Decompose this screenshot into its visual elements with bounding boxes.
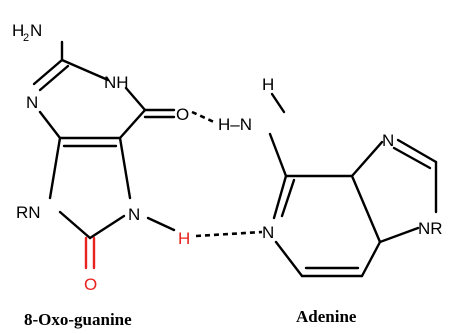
- guanine-n7-label: N: [128, 205, 140, 224]
- guanine-n3-label: N: [26, 93, 38, 112]
- amino-subscript: 2: [23, 32, 29, 44]
- adenine-hn-label: H–N: [218, 115, 252, 134]
- guanine-carbonyl-o-label: O: [176, 105, 189, 124]
- guanine-oxo-o-label: O: [84, 275, 97, 294]
- guanine-amino-group: H 2 N: [12, 21, 42, 44]
- guanine-nh-label: NH: [104, 73, 129, 92]
- adenine-caption: Adenine: [296, 307, 357, 326]
- adenine-n1-label: N: [262, 223, 274, 242]
- guanine-bonds: [32, 40, 176, 270]
- amino-h-label: H: [12, 21, 24, 40]
- adenine-n7-label: N: [382, 131, 394, 150]
- guanine-rn-label: RN: [16, 203, 41, 222]
- adenine-bonds: [268, 92, 438, 278]
- amino-n-label: N: [30, 21, 42, 40]
- hydrogen-bonds: [191, 110, 263, 238]
- adenine-amino-h-label: H: [262, 75, 274, 94]
- guanine-caption: 8-Oxo-guanine: [24, 310, 132, 329]
- adenine-nr-label: NR: [418, 219, 443, 238]
- guanine-n7-hydrogen-label: H: [178, 229, 190, 248]
